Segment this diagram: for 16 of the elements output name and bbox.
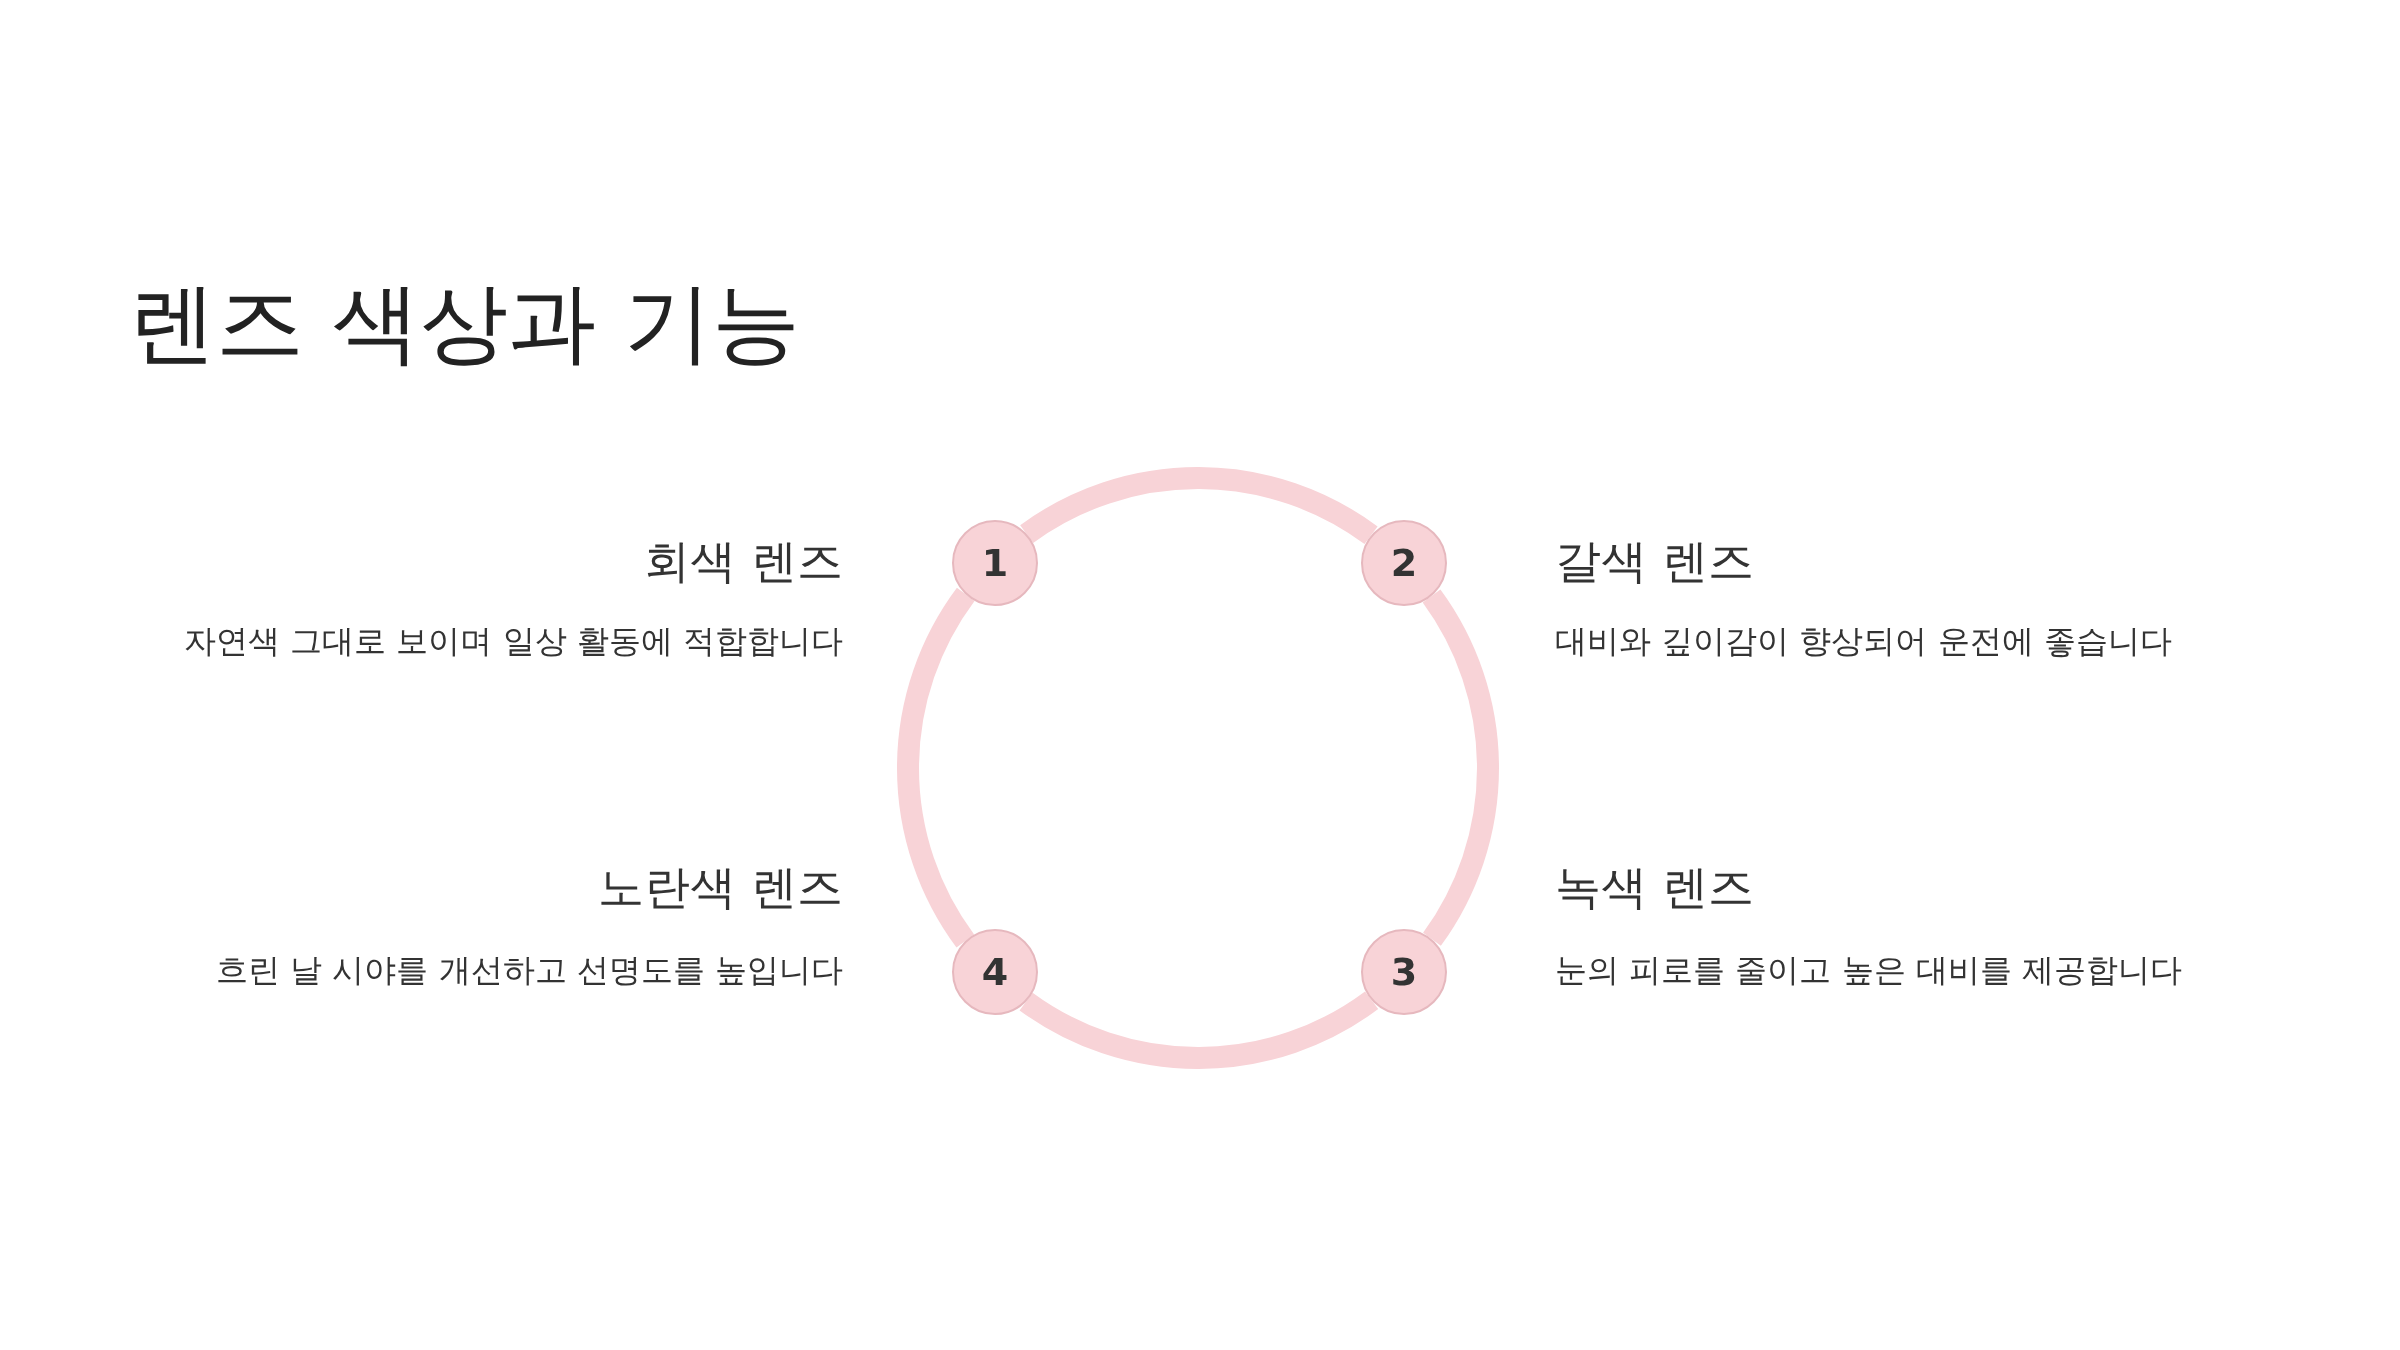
item-heading: 노란색 렌즈	[598, 860, 843, 916]
item-description: 눈의 피로를 줄이고 높은 대비를 제공합니다	[1555, 950, 2182, 990]
item-description: 자연색 그대로 보이며 일상 활동에 적합합니다	[184, 621, 843, 661]
number-circle: 2	[1361, 520, 1447, 606]
ring-segment	[1020, 991, 1378, 1069]
number-circle: 3	[1361, 929, 1447, 1015]
ring-segment	[897, 588, 975, 948]
item-heading: 갈색 렌즈	[1555, 534, 1754, 590]
item-description: 대비와 깊이감이 향상되어 운전에 좋습니다	[1555, 621, 2172, 661]
item-description: 흐린 날 시야를 개선하고 선명도를 높입니다	[216, 950, 843, 990]
number-circle: 1	[952, 520, 1038, 606]
title: 렌즈 색상과 기능	[128, 270, 800, 376]
number-circle: 4	[952, 929, 1038, 1015]
item-heading: 녹색 렌즈	[1555, 860, 1754, 916]
ring-segment	[1422, 590, 1499, 946]
item-heading: 회색 렌즈	[644, 534, 843, 590]
